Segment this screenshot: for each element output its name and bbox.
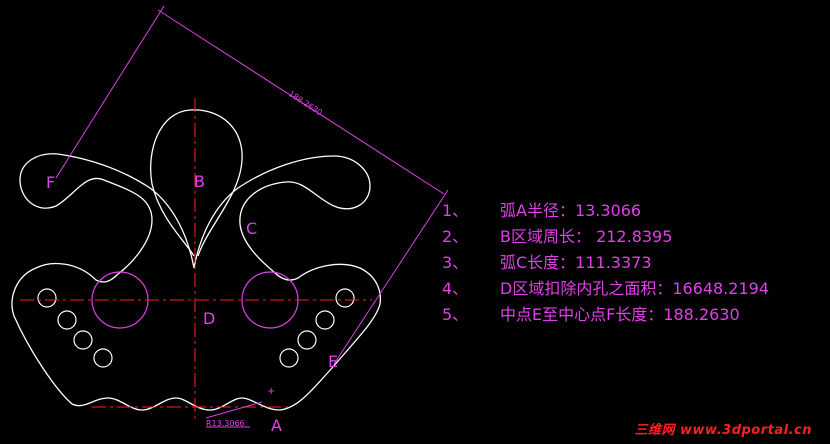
small-hole	[57, 310, 77, 330]
label-b: B	[194, 172, 205, 191]
result-item: 1、 弧A半径：13.3066	[442, 198, 769, 224]
result-text: D区域扣除内孔之面积：16648.2194	[500, 279, 770, 298]
result-item: 5、 中点E至中心点F长度：188.2630	[442, 302, 769, 328]
label-e: E	[328, 352, 338, 371]
results-list: 1、 弧A半径：13.3066 2、 B区域周长： 212.8395 3、 弧C长度：…	[442, 198, 769, 328]
extension-line-f	[55, 5, 165, 179]
result-text: 弧A半径：13.3066	[500, 201, 642, 220]
result-text: 弧C长度：111.3373	[500, 253, 652, 272]
small-hole	[93, 348, 113, 368]
label-d: D	[203, 309, 215, 328]
small-hole	[37, 288, 57, 308]
result-number: 2、	[442, 227, 469, 246]
result-item: 2、 B区域周长： 212.8395	[442, 224, 769, 250]
radius-dimension-text: R13.3066	[206, 419, 245, 428]
result-number: 5、	[442, 305, 469, 324]
watermark-url: www.3dportal.cn	[680, 423, 812, 438]
lobe-b-outline	[150, 109, 243, 257]
result-text: 中点E至中心点F长度：188.2630	[500, 305, 740, 324]
label-f: F	[46, 173, 55, 192]
watermark-brand: 三维网	[634, 423, 675, 438]
result-number: 3、	[442, 253, 469, 272]
center-mark: +	[267, 386, 275, 397]
result-item: 3、 弧C长度：111.3373	[442, 250, 769, 276]
label-a: A	[271, 416, 282, 435]
radius-leader	[205, 401, 263, 419]
watermark: 三维网 www.3dportal.cn	[634, 419, 812, 438]
small-hole	[279, 348, 299, 368]
result-text: B区域周长： 212.8395	[500, 227, 673, 246]
part-outline	[11, 153, 382, 411]
extension-line-e	[333, 189, 449, 365]
small-hole	[315, 310, 335, 330]
dimension-text: 188.2630	[287, 89, 324, 117]
small-hole	[297, 330, 317, 350]
small-hole	[335, 288, 355, 308]
dimension-line	[157, 9, 445, 195]
small-hole	[73, 330, 93, 350]
label-c: C	[246, 219, 257, 238]
result-item: 4、 D区域扣除内孔之面积：16648.2194	[442, 276, 769, 302]
result-number: 4、	[442, 279, 469, 298]
result-number: 1、	[442, 201, 469, 220]
